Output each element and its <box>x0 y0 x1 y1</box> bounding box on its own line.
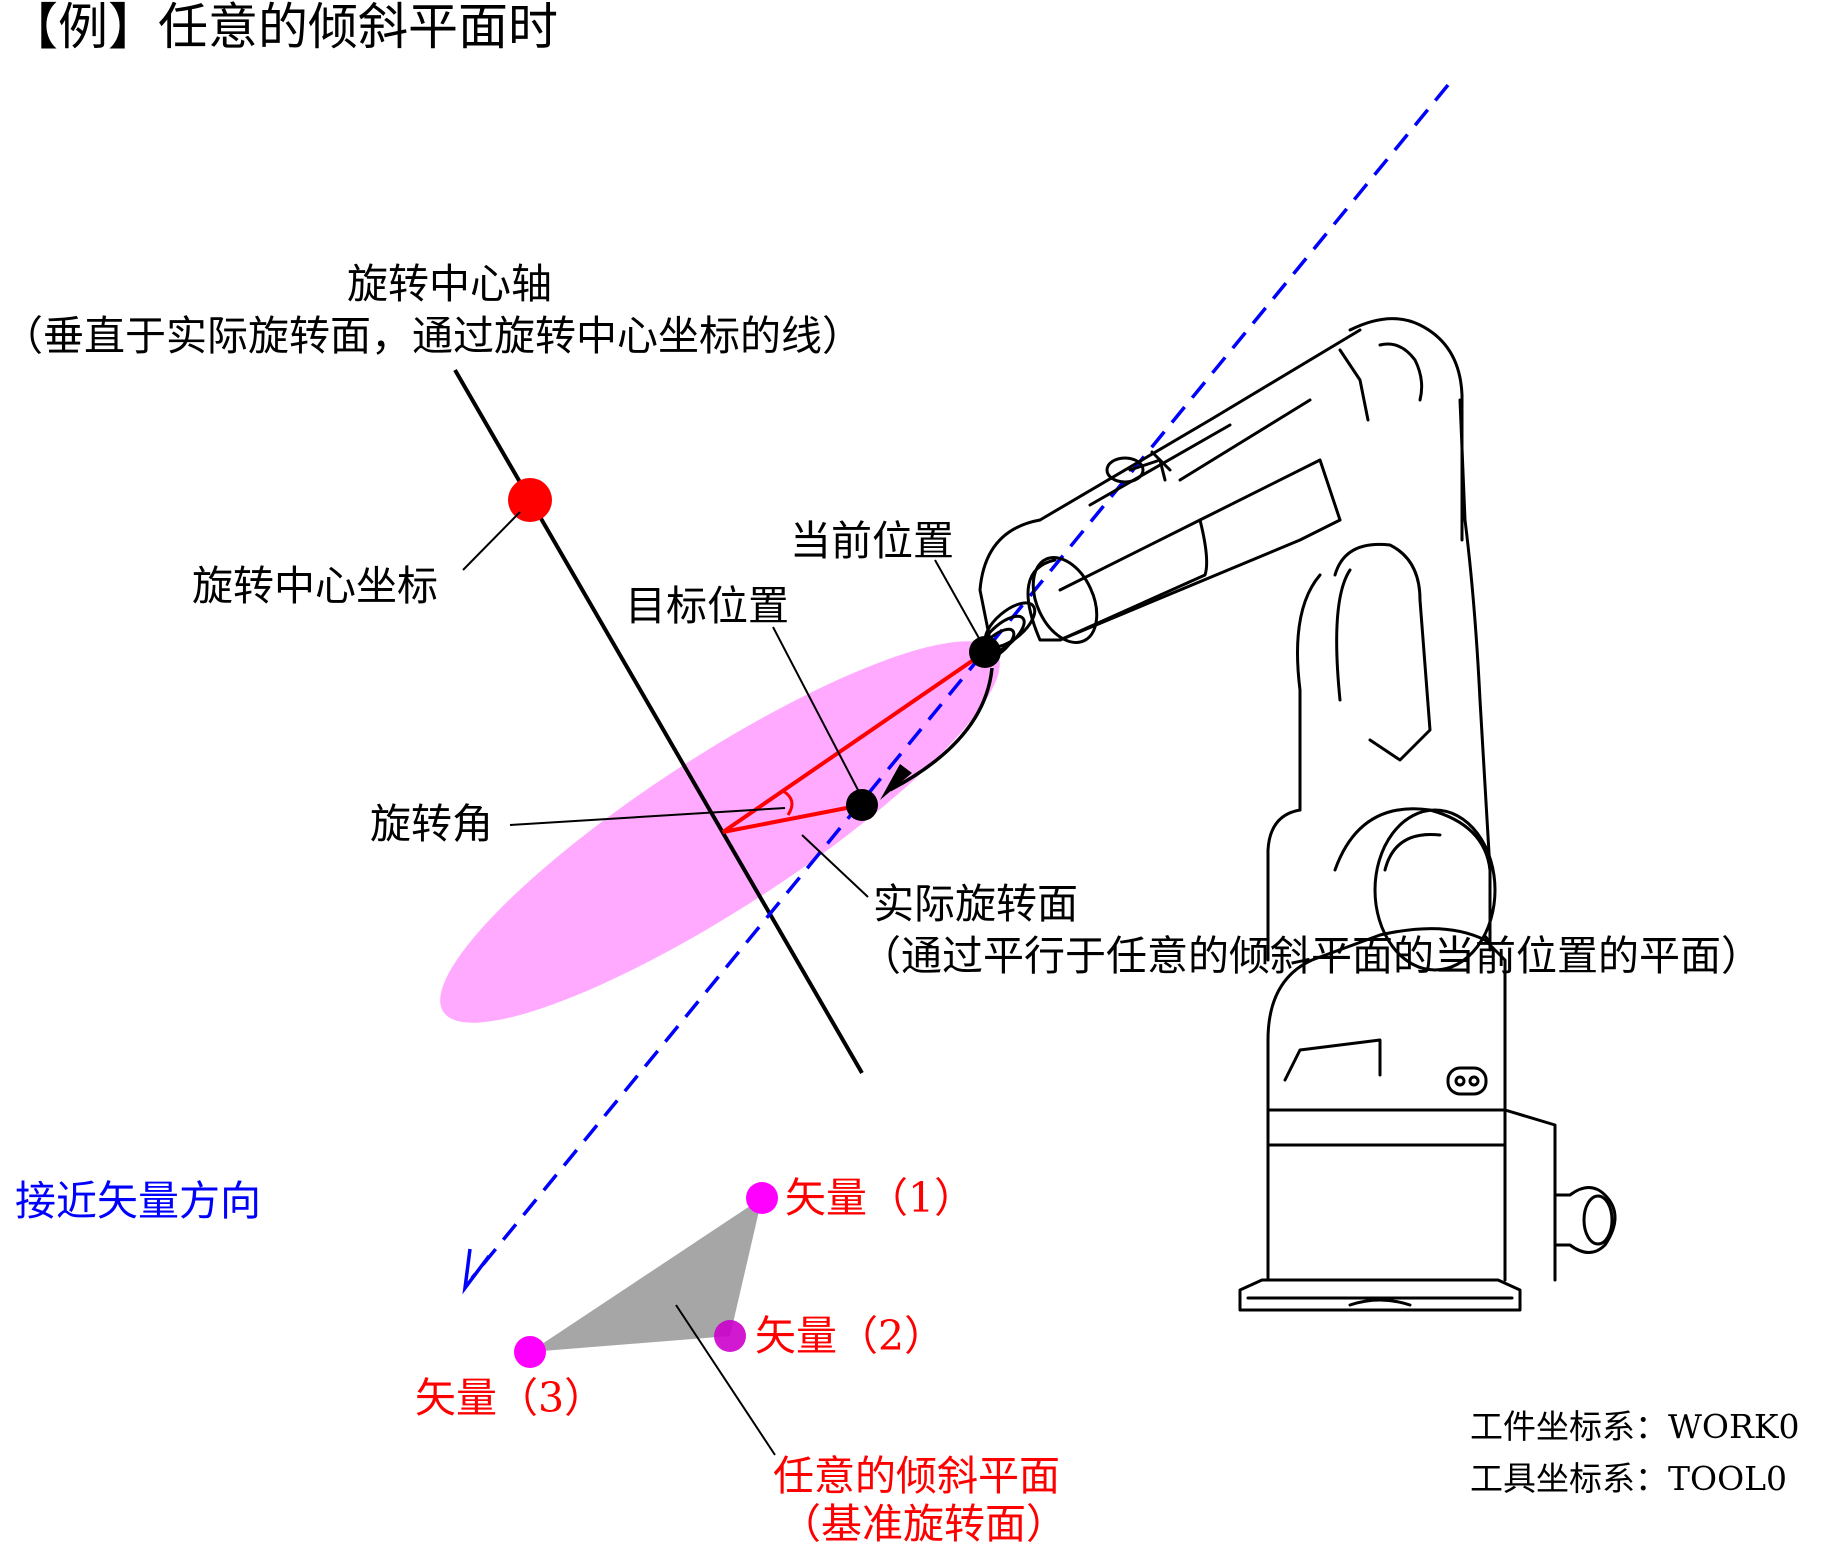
radius-to-target <box>722 803 863 834</box>
rotation-axis-label: 旋转中心轴 <box>347 260 552 308</box>
rotation-angle-leader <box>509 807 786 826</box>
robot-arm-icon <box>976 317 1617 1312</box>
rotation-path-arc <box>889 667 994 792</box>
vector-1-label: 矢量（1） <box>785 1174 975 1222</box>
tilted-plane-leader <box>675 1304 776 1456</box>
rotation-center-leader <box>462 511 521 571</box>
tool-coord-label: 工具坐标系：TOOL0 <box>1470 1459 1787 1498</box>
actual-rotation-plane <box>440 641 1000 1023</box>
approach-vector-label: 接近矢量方向 <box>15 1177 261 1225</box>
rotation-path-arrowhead <box>880 764 912 800</box>
current-position-leader <box>934 559 981 641</box>
target-position-point <box>846 789 878 821</box>
actual-plane-label: 实际旋转面 <box>873 880 1078 928</box>
vector-2-point <box>714 1320 746 1352</box>
tilted-plane-triangle <box>530 1198 762 1352</box>
target-position-label: 目标位置 <box>625 582 789 630</box>
radius-to-current <box>721 650 987 834</box>
approach-vector-line <box>470 83 1450 1280</box>
vector-1-point <box>746 1182 778 1214</box>
actual-plane-leader <box>801 834 869 898</box>
vector-3-point <box>514 1336 546 1368</box>
work-coord-label: 工件坐标系：WORK0 <box>1470 1407 1799 1446</box>
rotation-angle-label: 旋转角 <box>370 800 493 848</box>
tilted-plane-label: 任意的倾斜平面 <box>773 1452 1060 1500</box>
target-position-leader <box>772 626 859 791</box>
current-position-label: 当前位置 <box>790 517 954 565</box>
vector-3-label: 矢量（3） <box>415 1374 605 1422</box>
page-title: 【例】任意的倾斜平面时 <box>8 0 558 56</box>
tilted-plane-note: （基准旋转面） <box>780 1500 1067 1547</box>
rotation-angle-arc <box>782 789 794 816</box>
rotation-center-label: 旋转中心坐标 <box>192 562 438 610</box>
approach-vector-arrowhead <box>462 1248 491 1295</box>
rotation-center-point <box>508 478 552 522</box>
actual-plane-note: （通过平行于任意的倾斜平面的当前位置的平面） <box>860 932 1762 980</box>
vector-2-label: 矢量（2） <box>755 1312 945 1360</box>
rotation-axis-note: （垂直于实际旋转面，通过旋转中心坐标的线） <box>2 312 863 360</box>
